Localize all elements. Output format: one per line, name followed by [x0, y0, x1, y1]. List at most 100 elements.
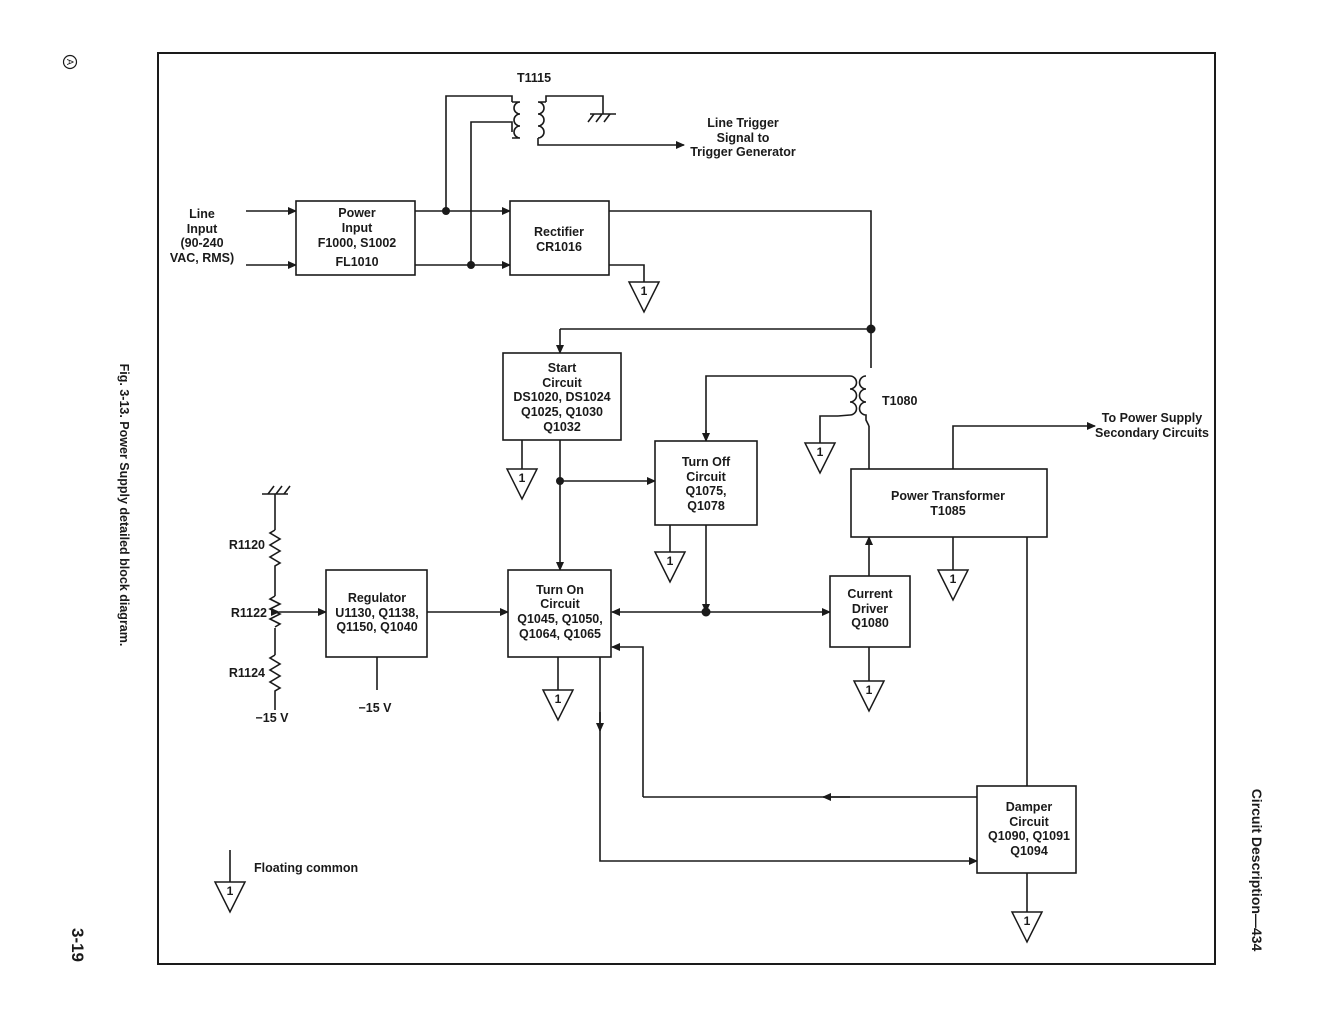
- power-transformer-line-2: T1085: [930, 504, 965, 518]
- power-transformer-line-1: Power Transformer: [891, 489, 1005, 503]
- current-driver-line-1: Current: [847, 587, 893, 601]
- turn-off-line-1: Turn Off: [682, 455, 731, 469]
- junction-dot: [556, 477, 564, 485]
- junction-dot: [467, 261, 475, 269]
- line-input-line-3: (90-240: [180, 236, 223, 250]
- line-trigger-line-3: Trigger Generator: [690, 145, 796, 159]
- turn-on-line-3: Q1045, Q1050,: [517, 612, 602, 626]
- damper-line-1: Damper: [1006, 800, 1053, 814]
- svg-text:1: 1: [519, 471, 526, 485]
- damper-to-turnon-arrow: [611, 643, 644, 797]
- floating-common-icon: 1: [541, 689, 575, 722]
- t1080-primary-coil-icon: [837, 375, 858, 417]
- t1080-ground-wire: [819, 415, 838, 443]
- chassis-ground-icon: [262, 485, 291, 495]
- floating-common-icon: 1: [627, 281, 661, 314]
- floating-common-icon: 1: [852, 680, 886, 713]
- damper-line-4: Q1094: [1010, 844, 1048, 858]
- to-power-supply-label: To Power Supply Secondary Circuits: [1095, 411, 1209, 440]
- floating-common-icon: 1: [936, 569, 970, 602]
- section-title: Circuit Description—434: [1249, 789, 1265, 952]
- damper-circuit-block: Damper Circuit Q1090, Q1091 Q1094: [976, 785, 1077, 874]
- neg15v-regulator-label: −15 V: [358, 701, 392, 715]
- revision-mark-text: A: [65, 59, 75, 65]
- junction-dot: [442, 207, 450, 215]
- r1124-label: R1124: [229, 666, 265, 680]
- legend-floating-common-icon: 1: [213, 881, 247, 914]
- start-circuit-line-1: Start: [548, 361, 577, 375]
- floating-common-label: Floating common: [254, 861, 358, 875]
- turn-off-line-3: Q1075,: [685, 484, 726, 498]
- rectifier-line-2: CR1016: [536, 240, 582, 254]
- power-transformer-block: Power Transformer T1085: [850, 468, 1048, 538]
- floating-common-icon: 1: [1010, 911, 1044, 944]
- junction-dot: [866, 324, 876, 334]
- floating-common-icon: 1: [803, 442, 837, 475]
- start-circuit-line-3: DS1020, DS1024: [513, 390, 610, 404]
- power-input-line-2: Input: [342, 221, 373, 235]
- start-circuit-line-5: Q1032: [543, 420, 581, 434]
- t1080-secondary-coil-icon: [858, 375, 870, 427]
- power-input-block: Power Input F1000, S1002 FL1010: [295, 200, 416, 276]
- floating-common-icon: 1: [653, 551, 687, 584]
- t1080-to-turnoff-wire: [705, 375, 838, 441]
- regulator-block: Regulator U1130, Q1138, Q1150, Q1040: [325, 569, 428, 658]
- current-driver-line-2: Driver: [852, 602, 888, 616]
- regulator-line-2: U1130, Q1138,: [335, 606, 418, 620]
- rectifier-line-1: Rectifier: [534, 225, 584, 239]
- svg-text:1: 1: [227, 884, 234, 898]
- svg-text:1: 1: [1024, 914, 1031, 928]
- r1122-label: R1122: [231, 606, 267, 620]
- power-input-line-1: Power: [338, 206, 376, 220]
- to-power-supply-line-2: Secondary Circuits: [1095, 426, 1209, 440]
- line-input-line-1: Line: [189, 207, 215, 221]
- r1124-resistor-icon: [268, 654, 282, 692]
- svg-text:1: 1: [667, 554, 674, 568]
- regulator-line-3: Q1150, Q1040: [336, 620, 417, 634]
- to-secondary-circuits-wire: [952, 422, 1096, 469]
- t1115-primary-lead-2: [470, 121, 513, 265]
- figure-caption: Fig. 3-13. Power Supply detailed block d…: [117, 364, 131, 647]
- chassis-ground-icon: [587, 113, 616, 123]
- regulator-line-1: Regulator: [348, 591, 406, 605]
- line-input-line-4: VAC, RMS): [170, 251, 234, 265]
- to-power-supply-line-1: To Power Supply: [1102, 411, 1203, 425]
- floating-common-icon: 1: [505, 468, 539, 501]
- junction-dot: [701, 607, 711, 617]
- turn-off-circuit-block: Turn Off Circuit Q1075, Q1078: [654, 440, 758, 526]
- turn-on-circuit-block: Turn On Circuit Q1045, Q1050, Q1064, Q10…: [507, 569, 612, 658]
- line-trigger-line-2: Signal to: [717, 131, 770, 145]
- line-input-line-2: Input: [187, 222, 218, 236]
- turn-off-line-4: Q1078: [687, 499, 725, 513]
- r1120-label: R1120: [229, 538, 265, 552]
- start-circuit-line-2: Circuit: [542, 376, 582, 390]
- damper-line-3: Q1090, Q1091: [988, 829, 1070, 843]
- current-driver-block: Current Driver Q1080: [829, 575, 911, 648]
- start-circuit-line-4: Q1025, Q1030: [521, 405, 603, 419]
- t1115-primary-lead-1: [445, 95, 513, 211]
- r1122-potentiometer-icon: [268, 595, 282, 628]
- turn-on-line-2: Circuit: [540, 597, 580, 611]
- neg15v-divider-label: −15 V: [255, 711, 289, 725]
- svg-text:1: 1: [866, 683, 873, 697]
- junction-dots: [442, 207, 876, 617]
- t1080-transformer: [837, 375, 870, 427]
- line-input-label: Line Input (90-240 VAC, RMS): [170, 207, 234, 265]
- power-input-line-3: F1000, S1002: [318, 236, 397, 250]
- turnon-to-damper-wire: [599, 657, 978, 865]
- rectifier-ground-wire: [609, 264, 645, 282]
- line-trigger-line-1: Line Trigger: [707, 116, 779, 130]
- wires: [229, 95, 1096, 912]
- svg-text:1: 1: [817, 445, 824, 459]
- t1115-label: T1115: [517, 71, 551, 85]
- svg-text:1: 1: [950, 572, 957, 586]
- revision-mark: A: [62, 54, 78, 70]
- t1115-primary-coil-icon: [512, 101, 521, 139]
- turn-on-line-4: Q1064, Q1065: [519, 627, 601, 641]
- rectifier-block: Rectifier CR1016: [509, 200, 610, 276]
- t1115-transformer: [512, 101, 546, 146]
- rectifier-output-wire: [609, 210, 872, 368]
- line-trigger-label: Line Trigger Signal to Trigger Generator: [690, 116, 796, 159]
- diagram-frame: [157, 52, 1216, 965]
